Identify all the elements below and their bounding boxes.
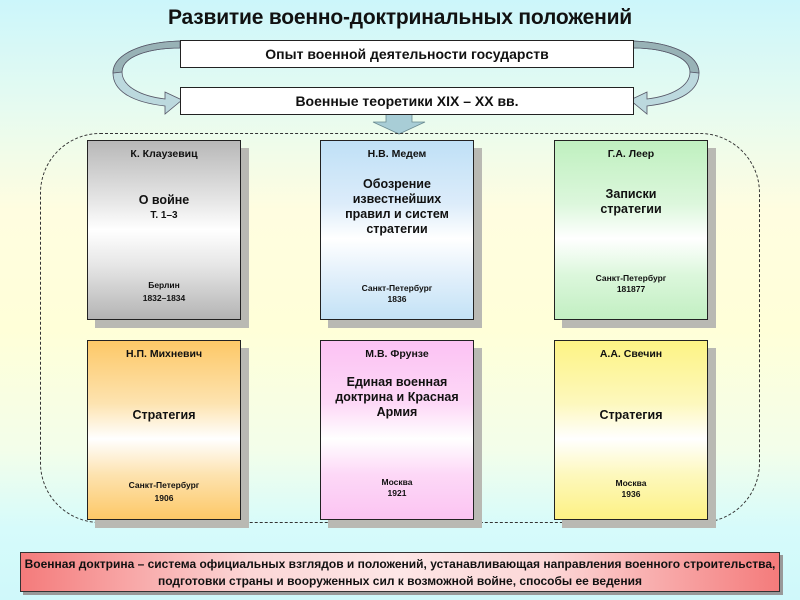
book-author: А.А. Свечин (599, 348, 663, 360)
book-imprint: Москва 1936 (555, 478, 707, 500)
book-leer: Г.А. Леер Записки стратегии Санкт-Петерб… (554, 140, 708, 320)
book-author: Г.А. Леер (607, 148, 655, 160)
book-imprint: Москва 1921 (321, 477, 473, 499)
book-author: К. Клаузевиц (130, 148, 198, 160)
book-place: Санкт-Петербург (361, 283, 433, 293)
book-author: Н.В. Медем (367, 148, 427, 160)
book-imprint: Санкт-Петербург 1836 (321, 283, 473, 305)
book-title: Записки стратегии (600, 187, 662, 216)
book-year: 1936 (621, 489, 641, 499)
experience-box: Опыт военной деятельности государств (180, 40, 634, 68)
doctrine-definition: Военная доктрина – система официальных в… (20, 552, 780, 592)
book-place: Санкт-Петербург (595, 273, 667, 283)
theorists-region (40, 133, 760, 523)
book-imprint: Санкт-Петербург 181877 (555, 273, 707, 295)
book-year: 1836 (387, 294, 407, 304)
theorists-label: Военные теоретики XIX – XX вв. (295, 93, 519, 109)
book-imprint: Берлин 1832–1834 (88, 279, 240, 305)
book-author: М.В. Фрунзе (365, 348, 429, 360)
book-title-text: О войне (138, 193, 190, 207)
book-title: Единая военная доктрина и Красная Армия (335, 375, 459, 419)
book-medem: Н.В. Медем Обозрение известнейших правил… (320, 140, 474, 320)
book-title: Обозрение известнейших правил и систем с… (345, 177, 449, 236)
book-place: Москва (615, 478, 647, 488)
book-year: 1832–1834 (142, 293, 186, 303)
book-imprint: Санкт-Петербург 1906 (88, 479, 240, 505)
book-title: Стратегия (599, 408, 663, 422)
page-title: Развитие военно-доктринальных положений (168, 6, 632, 29)
book-author: Н.П. Михневич (125, 348, 203, 360)
book-year: 1921 (387, 488, 407, 498)
book-place: Санкт-Петербург (128, 480, 200, 490)
book-svechin: А.А. Свечин Стратегия Москва 1936 (554, 340, 708, 520)
book-title: Стратегия (132, 408, 196, 422)
book-year: 181877 (616, 284, 646, 294)
book-place: Москва (381, 477, 413, 487)
book-year: 1906 (154, 493, 174, 503)
book-place: Берлин (148, 280, 180, 290)
book-title: О войне Т. 1–3 (92, 193, 236, 223)
book-mikhnevich: Н.П. Михневич Стратегия Санкт-Петербург … (87, 340, 241, 520)
book-clausewitz: К. Клаузевиц О войне Т. 1–3 Берлин 1832–… (87, 140, 241, 320)
experience-label: Опыт военной деятельности государств (265, 46, 549, 62)
theorists-box: Военные теоретики XIX – XX вв. (180, 87, 634, 115)
book-frunze: М.В. Фрунзе Единая военная доктрина и Кр… (320, 340, 474, 520)
book-volume: Т. 1–3 (150, 210, 178, 221)
